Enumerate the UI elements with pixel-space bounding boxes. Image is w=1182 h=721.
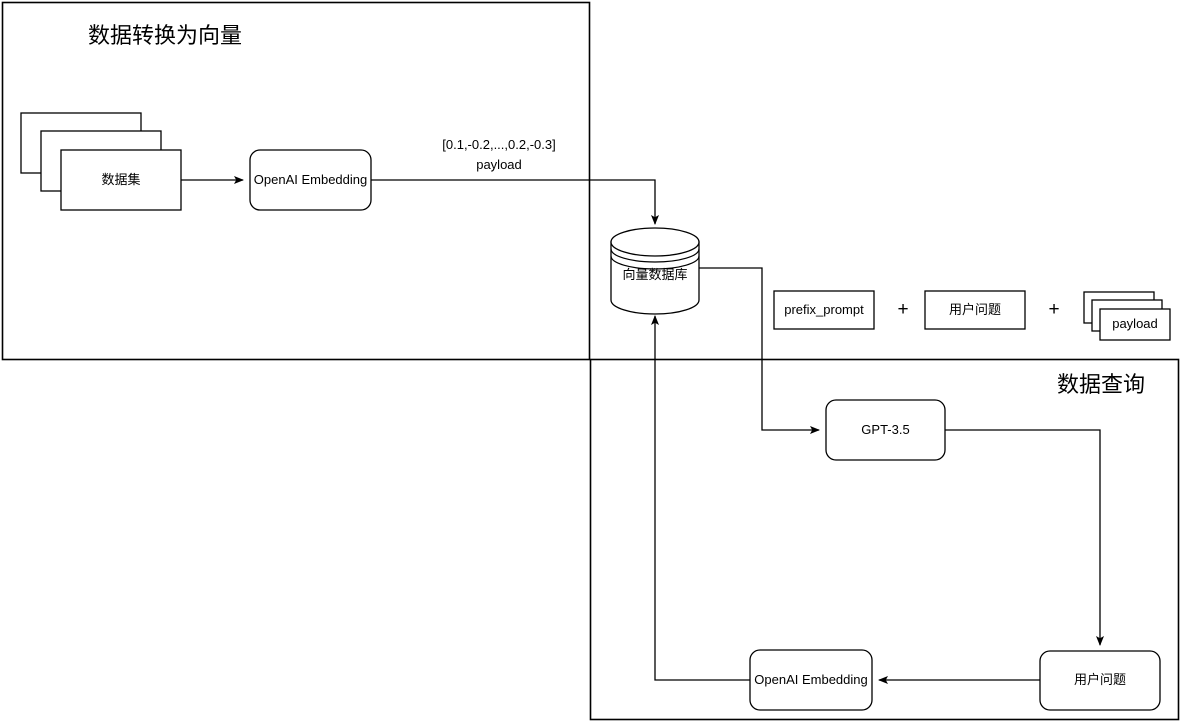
edge-label-vector-values: [0.1,-0.2,...,0.2,-0.3] (442, 137, 556, 152)
plus-operator-one: + (897, 299, 909, 320)
prefix-prompt-box (773, 290, 875, 330)
user-question-top-box (924, 290, 1026, 330)
edge-vectordb-to-gpt (699, 267, 820, 434)
panel-title-query: 数据查询 (1057, 372, 1146, 397)
embedding-bottom-box (749, 649, 873, 711)
vector-db-top-ellipse (610, 227, 700, 257)
edge-embedding-to-vectordb (371, 179, 659, 225)
dataset-stack-front (60, 149, 182, 211)
payload-stack-front (1099, 308, 1171, 341)
plus-operator-two: + (1048, 299, 1060, 320)
panel-title-ingest: 数据转换为向量 (88, 23, 243, 48)
vector-db-ridge-two (610, 255, 700, 270)
embedding-top-box (249, 149, 372, 211)
edge-label-payload: payload (476, 157, 522, 172)
user-question-bottom-box (1039, 650, 1161, 711)
vector-db-ridge-one (610, 248, 700, 263)
edge-embedding-to-vectordb-feedback (651, 315, 750, 681)
edge-gpt-to-user-question (945, 429, 1104, 646)
gpt-box (825, 399, 946, 461)
